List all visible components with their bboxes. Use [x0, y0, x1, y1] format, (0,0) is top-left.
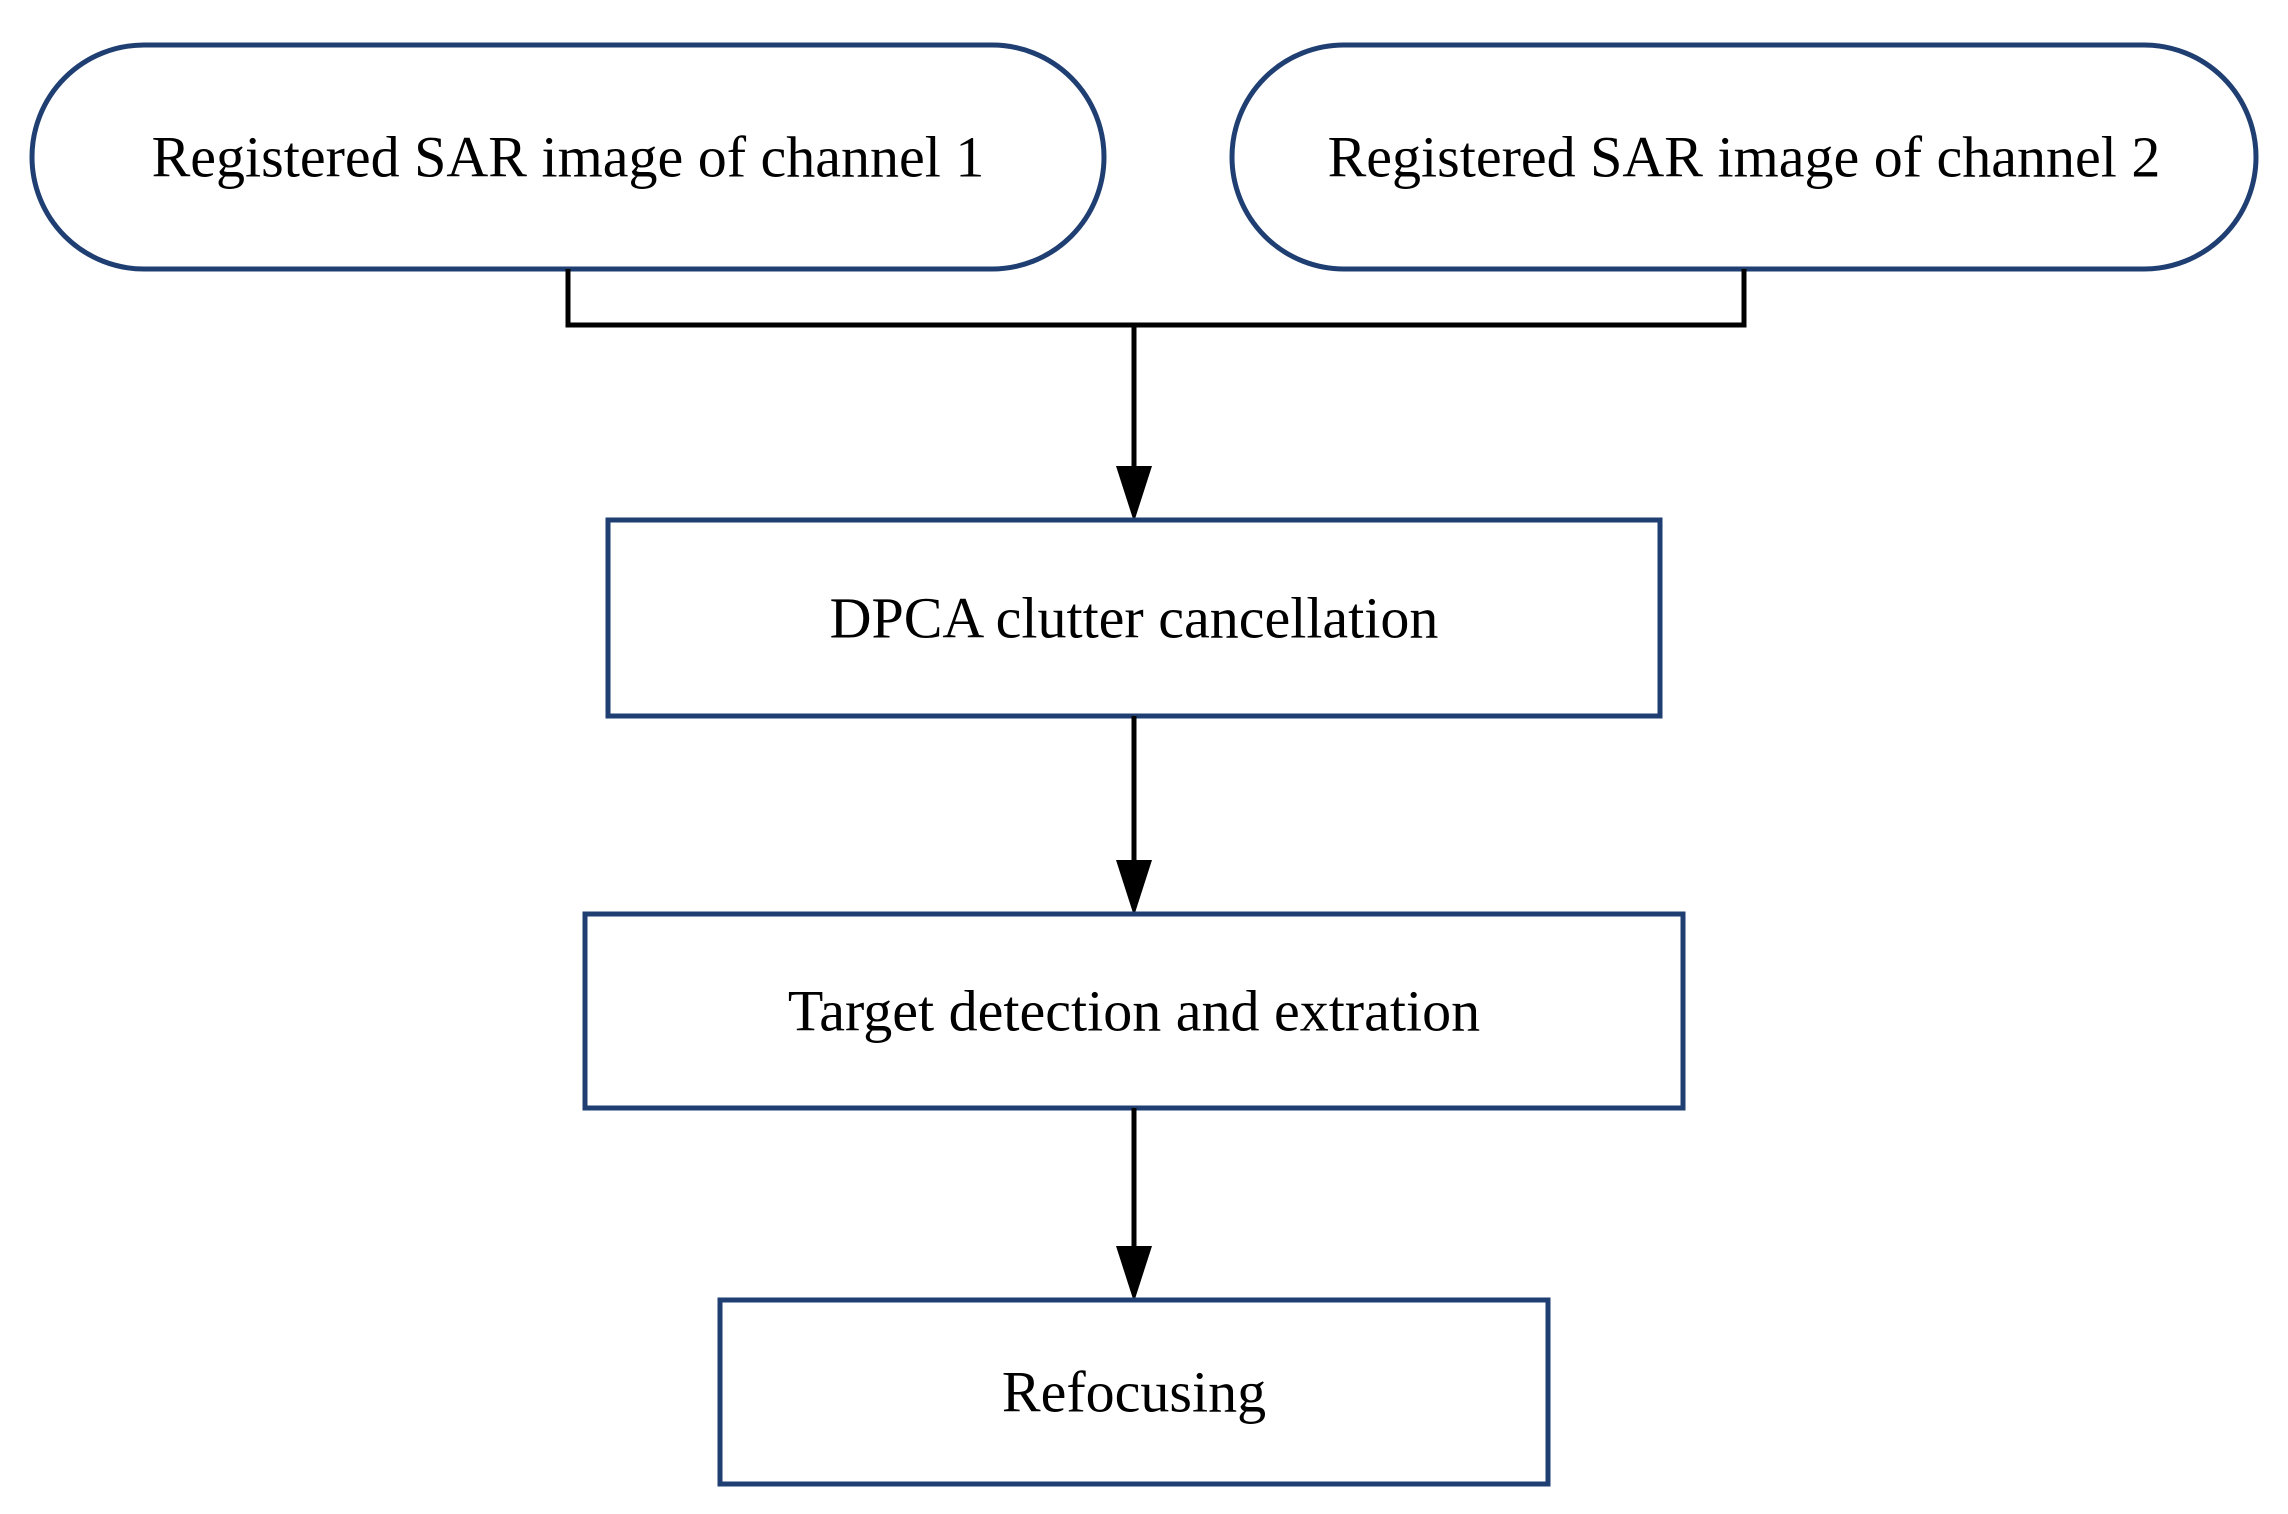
merge-connector — [565, 269, 1747, 328]
input-node-channel-2: Registered SAR image of channel 2 — [1229, 42, 2259, 272]
arrow-detection-to-refocusing — [1116, 1108, 1152, 1302]
arrow-detection-to-refocusing-head — [1116, 1246, 1152, 1302]
arrow-dpca-to-detection-head — [1116, 860, 1152, 916]
input-node-channel-2-label: Registered SAR image of channel 2 — [1328, 125, 2161, 190]
process-node-detection-label: Target detection and extration — [788, 979, 1480, 1044]
input-node-channel-1-label: Registered SAR image of channel 1 — [152, 125, 985, 190]
process-node-detection: Target detection and extration — [582, 911, 1686, 1111]
input-node-channel-1: Registered SAR image of channel 1 — [29, 42, 1107, 272]
process-node-refocusing-label: Refocusing — [1002, 1360, 1266, 1425]
process-node-refocusing-shape — [717, 1297, 1551, 1487]
arrow-dpca-to-detection — [1116, 716, 1152, 916]
arrow-merge-to-dpca-head — [1116, 466, 1152, 522]
process-node-dpca: DPCA clutter cancellation — [605, 517, 1663, 719]
process-node-detection-shape — [582, 911, 1686, 1111]
process-node-refocusing: Refocusing — [717, 1297, 1551, 1487]
arrow-merge-to-dpca — [1116, 325, 1152, 522]
process-node-dpca-label: DPCA clutter cancellation — [830, 586, 1439, 651]
